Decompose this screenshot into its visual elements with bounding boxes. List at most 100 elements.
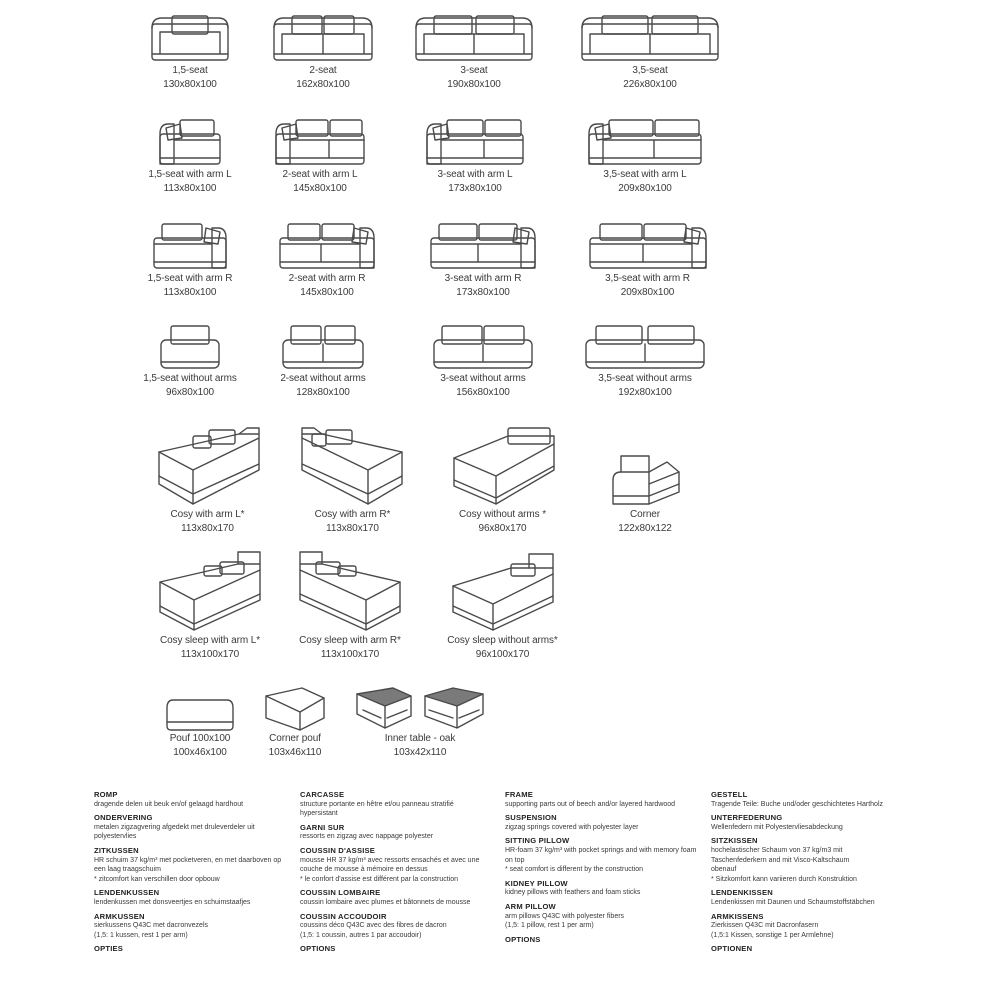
module-label: 3-seat with arm L <box>437 169 513 180</box>
spec-line: (1,5:1 Kissen, sonstige 1 per Armlehne) <box>711 931 834 939</box>
module-dims: 162x80x100 <box>296 79 350 90</box>
module-dims: 113x80x170 <box>326 523 379 534</box>
cosy-sleep-arm-l-drawing <box>159 551 261 631</box>
module-label: 3,5-seat with arm L <box>603 169 687 180</box>
sofa-arm-r-drawing <box>153 223 227 269</box>
spec-line: couche de mousse à mémoire en dessus <box>300 866 428 874</box>
module-dims: 156x80x100 <box>456 387 510 398</box>
spec-heading: ONDERVERING <box>94 813 153 823</box>
module-dims: 113x100x170 <box>180 649 240 660</box>
module-dims: 145x80x100 <box>293 183 347 194</box>
spec-line: (1,5: 1 kussen, rest 1 per arm) <box>94 931 188 939</box>
sofa-no-arms-drawing <box>585 325 705 369</box>
module-cosy-arm-r: Cosy with arm R*113x80x170 <box>290 424 415 536</box>
sofa-no-arms-drawing <box>282 325 364 369</box>
sofa-arm-l-drawing <box>426 119 524 165</box>
spec-line: mousse HR 37 kg/m³ avec ressorts ensaché… <box>300 856 480 864</box>
spec-line: * Sitzkomfort kann variieren durch Konst… <box>711 875 857 883</box>
spec-line: Lendenkissen mit Daunen und Schaumstoffs… <box>711 898 875 906</box>
spec-heading: ARMKUSSEN <box>94 911 145 921</box>
sofa-2-seat-drawing <box>273 15 373 61</box>
module-label: 2-seat <box>309 65 337 76</box>
cosy-sleep-arm-r-drawing <box>299 551 401 631</box>
spec-heading: COUSSIN D'ASSISE <box>300 845 376 855</box>
cosy-sleep-no-arms-drawing <box>451 553 554 631</box>
spec-line: dragende delen uit beuk en/of gelaagd ha… <box>94 800 244 808</box>
sofa-arm-r-drawing <box>588 223 707 269</box>
module-2-seat-arm-r: 2-seat with arm R 145x80x100 <box>262 218 392 300</box>
module-dims: 113x80x170 <box>181 523 234 534</box>
spec-line: arm pillows Q43C with polyester fibers <box>505 912 625 920</box>
module-1-5-seat-arm-l: 1,5-seat with arm L 113x80x100 <box>125 114 255 196</box>
spec-line: polyestervlies <box>94 833 137 841</box>
module-cosy-sleep-no-arms: Cosy sleep without arms*96x100x170 <box>440 546 565 662</box>
spec-heading: OPTIONEN <box>711 944 753 954</box>
spec-line: HR-foam 37 kg/m³ with pocket springs and… <box>505 846 697 854</box>
sofa-1-5-seat-drawing <box>151 15 229 61</box>
module-dims: 209x80x100 <box>618 183 672 194</box>
sofa-3-5-seat-drawing <box>581 15 719 61</box>
inner-table-drawing <box>356 687 484 729</box>
spec-line: obenauf <box>711 866 737 874</box>
module-cosy-no-arms: Cosy without arms * 96x80x170 <box>440 424 565 536</box>
spec-line: coussins déco Q43C avec des fibres de da… <box>300 922 447 930</box>
spec-line: sierkussens Q43C met dacronvezels <box>94 922 208 930</box>
module-cosy-sleep-arm-r: Cosy sleep with arm R*113x100x170 <box>290 546 410 662</box>
module-dims: 226x80x100 <box>623 79 677 90</box>
module-dims: 190x80x100 <box>447 79 501 90</box>
module-dims: 96x100x170 <box>475 649 530 660</box>
spec-line: een laag traagschuim <box>94 866 161 874</box>
spec-heading: KIDNEY PILLOW <box>505 878 568 888</box>
module-label: 3,5-seat without arms <box>598 373 692 384</box>
module-3-5-seat-arm-l: 3,5-seat with arm L 209x80x100 <box>580 114 710 196</box>
module-label: Inner table - oak <box>384 733 456 744</box>
spec-heading: GARNI SUR <box>300 822 345 832</box>
spec-line: (1,5: 1 pillow, rest 1 per arm) <box>505 922 594 930</box>
module-dims: 145x80x100 <box>300 287 354 298</box>
spec-line: HR schuim 37 kg/m³ met pocketveren, en m… <box>94 856 282 864</box>
spec-line: * zitcomfort kan verschillen door opbouw <box>94 875 220 883</box>
module-label: 2-seat with arm R <box>288 273 366 284</box>
module-dims: 113x80x100 <box>163 183 217 194</box>
sofa-no-arms-drawing <box>433 325 533 369</box>
module-dims: 96x80x170 <box>478 523 527 534</box>
module-label: 1,5-seat with arm R <box>147 273 233 284</box>
spec-heading: CARCASSE <box>300 790 345 799</box>
cosy-arm-l-drawing <box>157 427 260 505</box>
sofa-arm-l-drawing <box>159 119 221 165</box>
spec-line: hochelastischer Schaum von 37 kg/m3 mit <box>711 846 843 854</box>
spec-line: Taschenfederkern and mit Visco-Kaltschau… <box>711 856 850 864</box>
module-label: Corner pouf <box>269 733 321 744</box>
module-corner-pouf: Corner pouf 103x46x110 <box>250 684 340 760</box>
module-label: 1,5-seat with arm L <box>148 169 232 180</box>
spec-heading: OPTIONS <box>300 944 336 954</box>
spec-line: (1,5: 1 coussin, autres 1 par accoudoir) <box>300 931 422 939</box>
module-dims: 103x46x110 <box>268 747 322 758</box>
spec-heading: FRAME <box>505 790 533 799</box>
spec-line: structure portante en hêtre et/ou pannea… <box>300 800 454 808</box>
sofa-arm-r-drawing <box>430 223 536 269</box>
spec-line: hypersistant <box>300 810 338 818</box>
spec-heading: ARM PILLOW <box>505 901 556 911</box>
module-label: Cosy without arms * <box>458 509 547 520</box>
